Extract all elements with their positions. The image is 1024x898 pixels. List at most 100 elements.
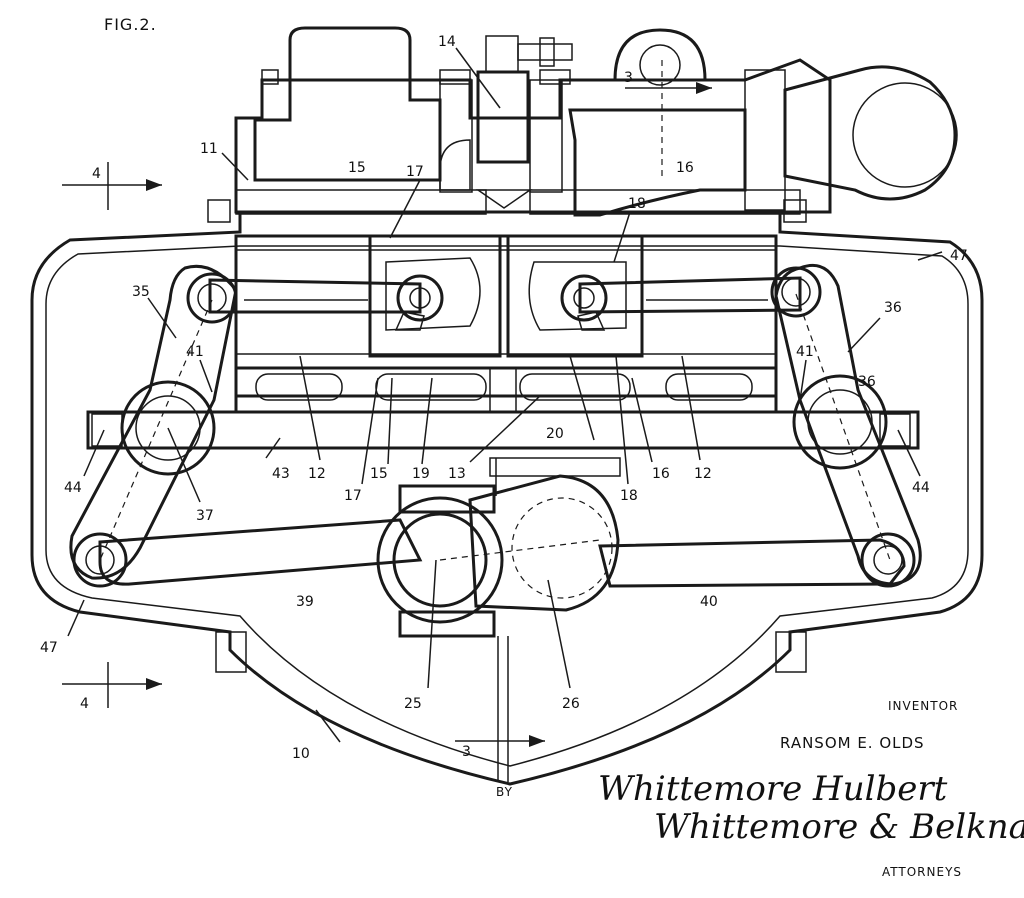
part-36: 36: [858, 374, 876, 390]
part-44: 44: [64, 480, 82, 496]
part-41: 41: [796, 344, 814, 360]
rod-39-pin: [72, 532, 128, 588]
part-26: 26: [562, 696, 580, 712]
outer-casing-inner-wall: [45, 245, 969, 767]
cylinder-wall-bottom: [235, 353, 777, 369]
part-39: 39: [296, 594, 314, 610]
wrist-pin-left: [396, 274, 444, 322]
section-marker-4: 4: [80, 696, 89, 712]
part-10: 10: [292, 746, 310, 762]
head-bolt-2: [207, 199, 231, 223]
big-end-cap-bottom: [398, 610, 496, 638]
by-label: BY: [496, 785, 513, 799]
crank-arm-26: [468, 474, 620, 612]
part-19: 19: [412, 466, 430, 482]
fulcrum-38-shaft: [807, 389, 873, 455]
section-arrow-4-top: [62, 162, 162, 210]
rail-end-left: [91, 413, 123, 447]
spark-plug-tip: [475, 189, 533, 209]
part-16: 16: [652, 466, 670, 482]
part-44: 44: [912, 480, 930, 496]
rail-end-right: [879, 413, 911, 447]
crank-pin-26: [511, 497, 613, 599]
rod-40: [598, 538, 906, 588]
rod-39-pin-inner: [85, 545, 115, 575]
fulcrum-37: [120, 380, 216, 476]
piston-right-latch: [577, 311, 606, 331]
section-arrow-3-top: [625, 60, 712, 180]
wrist-pin-right: [560, 274, 608, 322]
spark-plug-terminal: [517, 43, 573, 61]
part-15: 15: [348, 160, 366, 176]
part-17: 17: [344, 488, 362, 504]
lever-36-top-pin-inner: [781, 277, 811, 307]
part-18: 18: [620, 488, 638, 504]
head-bolt-4: [439, 69, 471, 85]
part-11: 11: [200, 141, 218, 157]
piston-right-cavity: [528, 261, 627, 331]
piston-left-cavity: [385, 257, 481, 331]
part-12: 12: [308, 466, 326, 482]
leader-lines: [67, 47, 943, 743]
outer-casing: [30, 210, 984, 786]
part-14: 14: [438, 34, 456, 50]
piston-left-latch: [394, 311, 425, 331]
lever-36-top-pin: [770, 266, 822, 318]
spark-plug-nut: [539, 37, 555, 67]
exhaust-boss-bore: [639, 44, 681, 86]
intake-passage: [439, 139, 471, 191]
exhaust-pipe: [783, 65, 957, 201]
head-wall-hatch-a: [439, 79, 473, 193]
lever-35-top-pin-inner: [197, 283, 227, 313]
part-13: 13: [448, 466, 466, 482]
attorneys-heading: ATTORNEYS: [882, 865, 962, 879]
cylinder-wall-top: [235, 235, 777, 251]
port-divider: [489, 367, 517, 413]
section-marker-3: 3: [624, 70, 633, 86]
part-16: 16: [676, 160, 694, 176]
rod-40-pin-inner: [873, 545, 903, 575]
fulcrum-37-shaft: [135, 395, 201, 461]
part-17: 17: [406, 164, 424, 180]
spark-plug-top: [485, 35, 519, 73]
section-arrow-3-bottom: [455, 735, 545, 747]
part-25: 25: [404, 696, 422, 712]
lever-35-centerline: [99, 299, 213, 561]
big-end-cap-top: [398, 484, 496, 514]
part-40: 40: [700, 594, 718, 610]
head-bolt-5: [539, 69, 571, 85]
crankshaft-housing: [376, 496, 504, 624]
part-47: 47: [40, 640, 58, 656]
wrist-pin-left-bore: [409, 287, 431, 309]
figure-label: FIG.2.: [104, 15, 157, 34]
piston-right: [506, 234, 644, 358]
lever-36-centerline: [795, 293, 891, 561]
section-marker-4: 4: [92, 166, 101, 182]
exhaust-pipe-inner: [852, 82, 958, 188]
signature-1: Whittemore Hulbert: [598, 769, 948, 809]
right-flange: [775, 631, 807, 673]
exhaust-boss: [613, 28, 707, 82]
part-41: 41: [186, 344, 204, 360]
fulcrum-38: [792, 374, 888, 470]
piston-left: [368, 234, 502, 358]
inventor-name: RANSOM E. OLDS: [780, 734, 925, 752]
head-wall-hatch-b: [529, 79, 563, 193]
cylinder-block: [234, 234, 778, 398]
part-12: 12: [694, 466, 712, 482]
lever-35-top-pin: [186, 272, 238, 324]
part-36: 36: [884, 300, 902, 316]
part-20: 20: [546, 426, 564, 442]
part-35: 35: [132, 284, 150, 300]
head-wall-hatch-right: [529, 189, 801, 215]
section-arrow-4-bottom: [62, 662, 162, 708]
head-bolt-3: [783, 199, 807, 223]
intake-chamber-15: [253, 26, 442, 182]
wrist-pin-right-bore: [573, 287, 595, 309]
head-bolt-1: [261, 69, 279, 85]
port-d: [665, 373, 753, 401]
rod-upper-left: [208, 278, 422, 314]
part-47: 47: [950, 248, 968, 264]
head-wall-hatch-left: [235, 189, 487, 215]
inventor-heading: INVENTOR: [888, 699, 958, 713]
